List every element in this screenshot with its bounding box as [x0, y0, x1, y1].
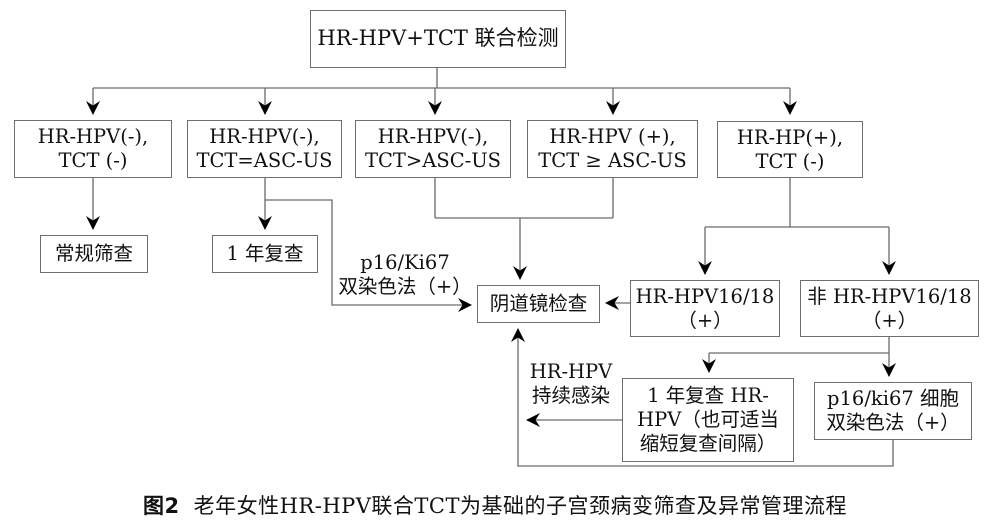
- label-text: HR-HPV: [529, 360, 613, 383]
- node-text: HR-HPV16/18: [635, 284, 775, 308]
- node-text: HR-HP(+),: [736, 125, 844, 149]
- node-hpv16-18-pos: HR-HPV16/18 （+）: [630, 280, 780, 337]
- node-combined-test: HR-HPV+TCT 联合检测: [310, 10, 566, 68]
- label-hrhpv-persistent-infection: HR-HPV 持续感染: [520, 360, 622, 408]
- node-text: HR-HPV(-),: [37, 125, 149, 149]
- figure-caption: 图2 老年女性HR-HPV联合TCT为基础的子宫颈病变筛查及异常管理流程: [0, 490, 990, 520]
- node-text: TCT ≥ ASC-US: [538, 149, 687, 172]
- node-text: TCT (-): [755, 149, 825, 173]
- node-text: TCT=ASC-US: [196, 149, 333, 172]
- label-text: 双染色法（+）: [338, 274, 472, 298]
- node-text: 常规筛查: [54, 242, 133, 266]
- node-text: HR-HPV(-),: [209, 125, 320, 149]
- node-text: 缩短复查间隔）: [639, 431, 777, 455]
- node-text: 阴道镜检查: [489, 292, 588, 316]
- node-text: （+）: [861, 308, 918, 332]
- node-text: HPV（也可适当: [637, 408, 779, 432]
- connector-b3-b4-merge: [434, 178, 614, 219]
- node-text: HR-HPV(-),: [377, 125, 489, 149]
- node-text: TCT>ASC-US: [364, 149, 501, 172]
- label-text: 持续感染: [531, 383, 610, 407]
- node-text: HR-HPV (+),: [549, 125, 676, 149]
- node-text: p16/ki67 细胞: [827, 387, 959, 411]
- node-hpv-neg-tct-gt-ascus: HR-HPV(-), TCT>ASC-US: [355, 120, 511, 178]
- node-text: （+）: [677, 308, 733, 332]
- node-text: TCT (-): [58, 149, 128, 172]
- node-text: 1 年复查: [226, 242, 304, 266]
- node-1yr-recheck: 1 年复查: [212, 235, 318, 273]
- connector-non1618-split: [709, 337, 890, 354]
- node-hpv-pos-tct-ge-ascus: HR-HPV (+), TCT ≥ ASC-US: [527, 120, 698, 178]
- node-colposcopy: 阴道镜检查: [477, 285, 600, 323]
- node-text: 双染色法（+）: [826, 411, 960, 434]
- connector-root-trunk: [93, 68, 790, 89]
- connector-b5-split: [705, 178, 889, 228]
- node-hpv-neg-tct-neg: HR-HPV(-), TCT (-): [14, 120, 172, 178]
- connector-b2-to-colposcopy: [265, 199, 472, 312]
- node-non-hpv16-18-pos: 非 HR-HPV16/18 （+）: [800, 280, 979, 337]
- label-text: p16/Ki67: [360, 251, 450, 274]
- node-text: 1 年复查 HR-: [647, 384, 769, 408]
- connector-feedback-to-colposcopy: [511, 328, 894, 467]
- node-1yr-recheck-hrhpv: 1 年复查 HR- HPV（也可适当 缩短复查间隔）: [622, 378, 794, 462]
- label-p16-ki67-dual-stain: p16/Ki67 双染色法（+）: [332, 251, 478, 299]
- figure-caption-text: 老年女性HR-HPV联合TCT为基础的子宫颈病变筛查及异常管理流程: [193, 494, 848, 518]
- node-hpv-neg-tct-ascus: HR-HPV(-), TCT=ASC-US: [187, 120, 342, 178]
- node-routine-screening: 常规筛查: [40, 235, 148, 273]
- node-p16-ki67-cell-dual-stain: p16/ki67 细胞 双染色法（+）: [814, 382, 972, 440]
- node-hpv-pos-tct-neg: HR-HP(+), TCT (-): [717, 121, 863, 178]
- node-combined-test-text: HR-HPV+TCT 联合检测: [317, 26, 559, 51]
- figure-caption-number: 图2: [142, 494, 180, 518]
- node-text: 非 HR-HPV16/18: [807, 284, 972, 308]
